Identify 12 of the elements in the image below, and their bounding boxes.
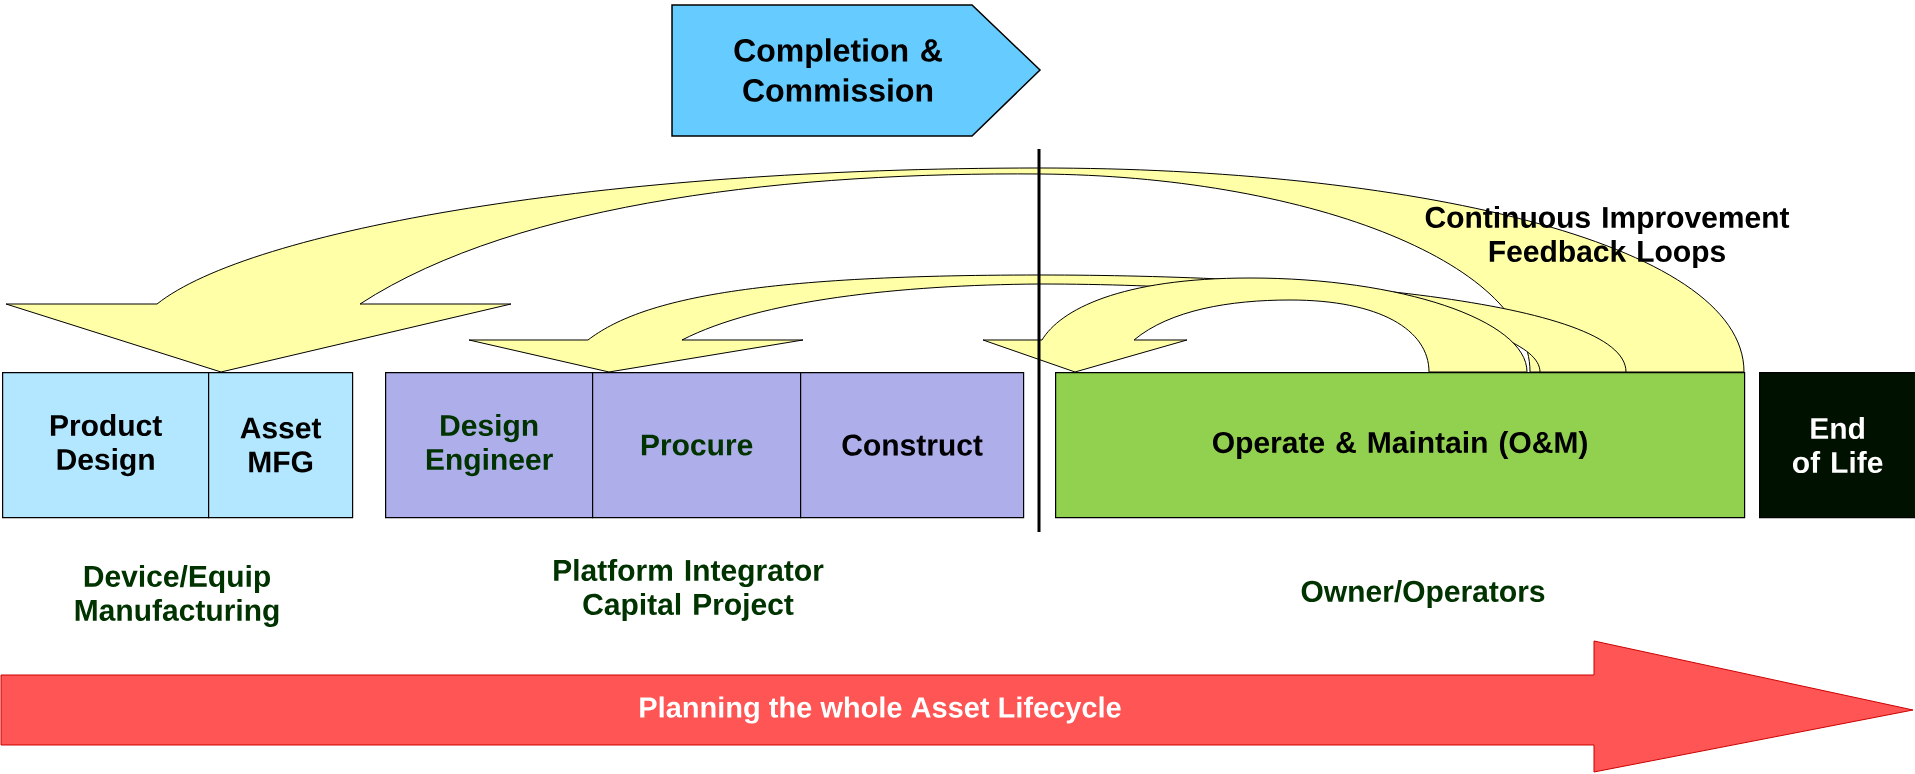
group-label: Device/Equip Manufacturing [75, 564, 279, 628]
group-label: Platform Integrator Capital Project [554, 559, 824, 621]
process-box: Procure [592, 372, 802, 519]
curved-arrow [5, 167, 1745, 373]
process-box: Operate & Maintain (O&M) [1055, 372, 1746, 519]
group-label: Owner/Operators [1301, 580, 1545, 608]
process-box: End of Life [1759, 372, 1915, 519]
process-box: Design Engineer [385, 372, 594, 519]
process-box: Construct [800, 372, 1025, 519]
process-box: Asset MFG [208, 372, 354, 519]
process-box: Product Design [2, 372, 210, 519]
curved-arrow [982, 277, 1528, 373]
